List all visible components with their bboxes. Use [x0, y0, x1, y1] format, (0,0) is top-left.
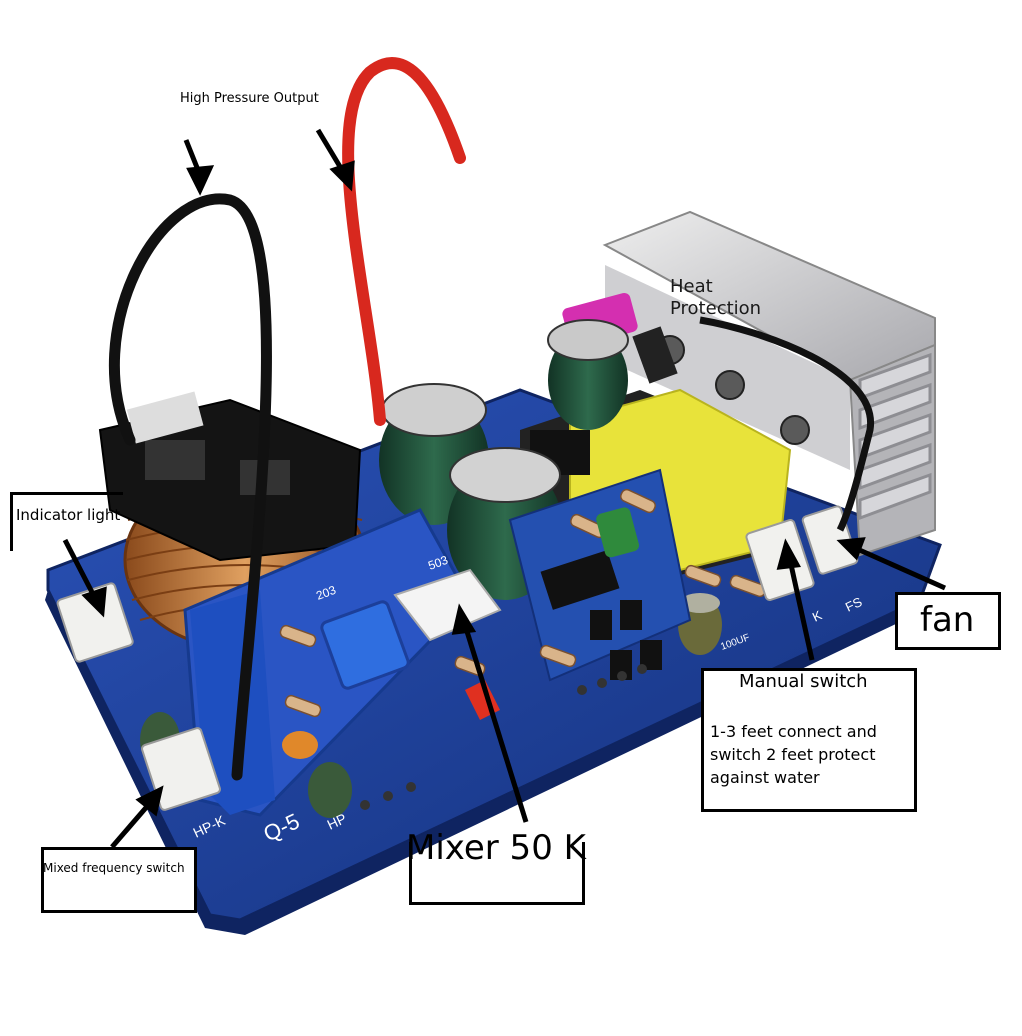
manual-switch-note: 1-3 feet connect and switch 2 feet prote… [710, 720, 877, 789]
indicator-light-box [10, 492, 123, 551]
red-output-wire [342, 57, 466, 426]
fan-box [895, 592, 1001, 650]
heatsink [602, 210, 936, 557]
ceramic-cap [282, 731, 318, 759]
manual-switch-box [701, 668, 917, 812]
high-pressure-output-label: High Pressure Output [180, 91, 319, 106]
annotation-arrows [62, 128, 947, 849]
manual-note-line2: switch 2 feet protect [710, 745, 876, 764]
resistors [279, 488, 767, 718]
black-output-wire [108, 193, 272, 781]
heat-protection-label: Heat Protection [670, 276, 761, 320]
silk-fs: FS [843, 594, 865, 615]
green-film-cap [596, 507, 639, 558]
mixed-frequency-switch-box [41, 847, 197, 913]
heat-protection-line2: Protection [670, 298, 762, 319]
silk-203: 203 [314, 583, 338, 603]
silk-hp: HP [325, 810, 349, 833]
heat-protection-wire [699, 316, 874, 532]
manual-switch-label: Manual switch [739, 671, 868, 692]
fan-label: fan [920, 600, 975, 640]
silk-503: 503 [426, 553, 450, 573]
mixed-frequency-switch-label: Mixed frequency switch [43, 861, 185, 875]
manual-note-line1: 1-3 feet connect and [710, 722, 877, 741]
mixer-box [409, 842, 585, 905]
heat-protection-line1: Heat [670, 276, 713, 297]
transistor-screws [632, 326, 810, 445]
mixer-label: Mixer 50 K [406, 828, 586, 868]
manual-note-line3: against water [710, 768, 820, 787]
indicator-light-label: Indicator light [16, 506, 121, 524]
header-pins [360, 664, 647, 810]
